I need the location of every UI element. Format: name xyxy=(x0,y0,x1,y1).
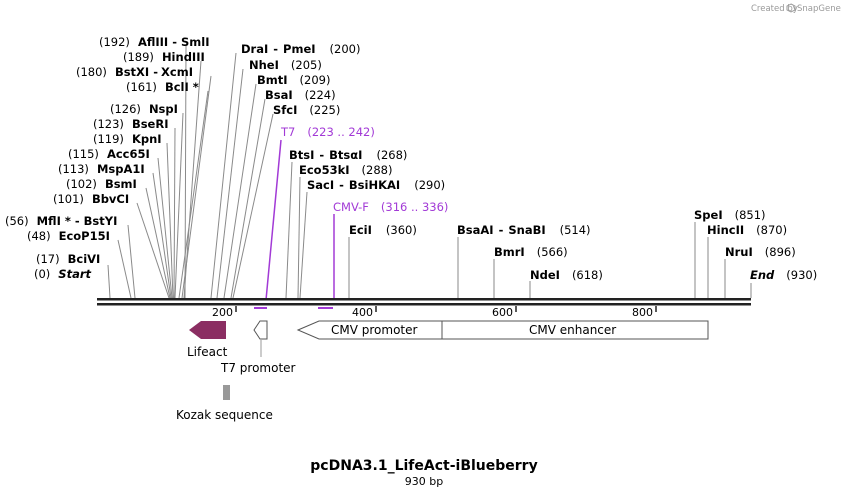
left-labels: (192)AflIII-SmlI (189)HindIII (180)BstXI… xyxy=(5,35,209,281)
tick-600: 600 xyxy=(492,306,513,319)
site-sacI[interactable]: SacI-BsiHKAI(290) xyxy=(307,178,445,192)
site-bseRI[interactable]: (123)BseRI xyxy=(93,117,168,131)
site-nruI[interactable]: NruI(896) xyxy=(725,245,796,259)
tick-200: 200 xyxy=(212,306,233,319)
site-bmrI[interactable]: BmrI(566) xyxy=(494,245,568,259)
feature-lifeact-label: Lifeact xyxy=(187,345,228,359)
upper-labels: DraI-PmeI(200) NheI(205) BmtI(209) BsaI(… xyxy=(241,42,817,282)
site-btsI[interactable]: BtsI-BtsαI(268) xyxy=(289,148,407,162)
site-eco53kI[interactable]: Eco53kI(288) xyxy=(299,163,392,177)
tick-800: 800 xyxy=(632,306,653,319)
site-ecoP15I[interactable]: (48)EcoP15I xyxy=(27,229,110,243)
feature-kozak[interactable] xyxy=(223,385,230,400)
credit-brand: SnapGene xyxy=(797,4,841,14)
site-kpnI[interactable]: (119)KpnI xyxy=(93,132,162,146)
map-end: End(930) xyxy=(750,268,817,282)
site-bbvCI[interactable]: (101)BbvCI xyxy=(53,192,129,206)
site-bstXI[interactable]: (180)BstXI-XcmI xyxy=(76,65,193,79)
site-bclI[interactable]: (161)BclI * xyxy=(126,80,199,94)
snapgene-logo-icon xyxy=(786,3,796,13)
site-draI[interactable]: DraI-PmeI(200) xyxy=(241,42,360,56)
site-acc65I[interactable]: (115)Acc65I xyxy=(68,147,150,161)
site-lines xyxy=(107,45,752,299)
primer-lines xyxy=(265,139,335,301)
site-hindIII[interactable]: (189)HindIII xyxy=(123,50,205,64)
feature-cmv-enhancer[interactable] xyxy=(441,320,709,340)
map-length: 930 bp xyxy=(405,475,443,488)
primer-t7[interactable]: T7(223 .. 242) xyxy=(280,125,375,139)
features: Lifeact T7 promoter Kozak sequence CMV p… xyxy=(176,320,709,422)
site-hincII[interactable]: HincII(870) xyxy=(707,223,787,237)
primer-cmv-f[interactable]: CMV-F(316 .. 336) xyxy=(333,200,448,214)
map-title: pcDNA3.1_LifeAct-iBlueberry xyxy=(310,458,537,474)
credit-prefix: Created by xyxy=(751,4,798,14)
site-bsaI[interactable]: BsaI(224) xyxy=(265,88,336,102)
tick-400: 400 xyxy=(352,306,373,319)
site-eciI[interactable]: EciI(360) xyxy=(349,223,417,237)
site-sfcI[interactable]: SfcI(225) xyxy=(273,103,340,117)
feature-t7-promoter-label: T7 promoter xyxy=(220,361,296,375)
site-aflIII[interactable]: (192)AflIII-SmlI xyxy=(99,35,209,49)
site-nspI[interactable]: (126)NspI xyxy=(110,102,178,116)
site-mflI[interactable]: (56)MflI *-BstYI xyxy=(5,214,117,228)
feature-cmv-promoter-label: CMV promoter xyxy=(331,323,418,337)
feature-lifeact[interactable] xyxy=(189,321,226,339)
site-bciVI[interactable]: (17)BciVI xyxy=(36,252,100,266)
site-nheI[interactable]: NheI(205) xyxy=(249,58,322,72)
site-speI[interactable]: SpeI(851) xyxy=(694,208,766,222)
site-bsmI[interactable]: (102)BsmI xyxy=(66,177,137,191)
site-bsaAI[interactable]: BsaAI-SnaBI(514) xyxy=(457,223,591,237)
feature-kozak-label: Kozak sequence xyxy=(176,408,273,422)
map-start: (0)Start xyxy=(34,267,92,281)
backbone xyxy=(97,298,751,306)
feature-t7-promoter[interactable] xyxy=(253,320,268,340)
site-bmtI[interactable]: BmtI(209) xyxy=(257,73,330,87)
scale-ticks: 200 400 600 800 xyxy=(212,306,657,319)
feature-cmv-enhancer-label: CMV enhancer xyxy=(529,323,616,337)
site-mspA1I[interactable]: (113)MspA1I xyxy=(58,162,145,176)
site-ndeI[interactable]: NdeI(618) xyxy=(530,268,603,282)
